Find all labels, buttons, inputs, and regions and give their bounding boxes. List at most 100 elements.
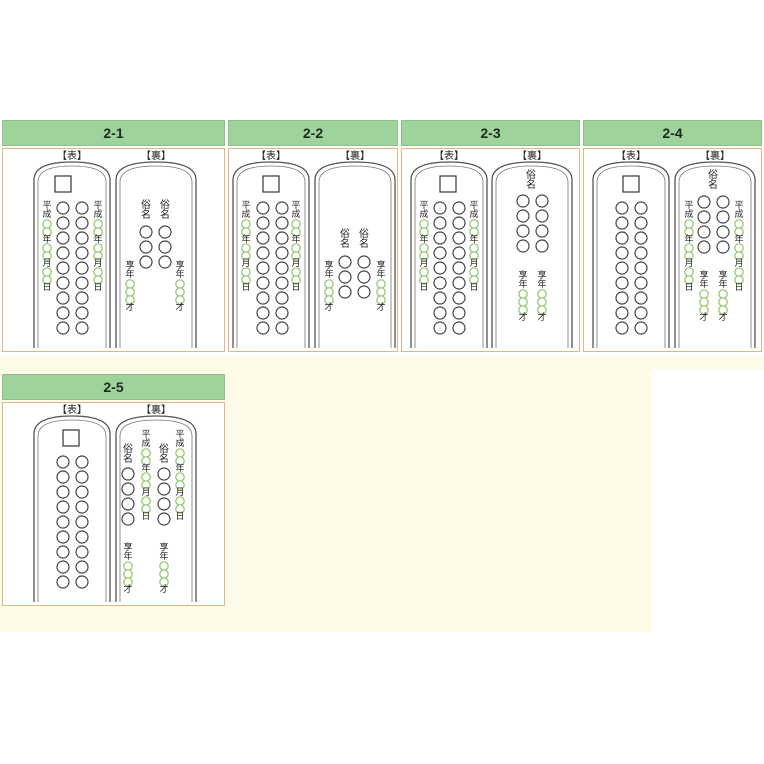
age-slot — [699, 305, 709, 315]
age-slot — [376, 287, 386, 297]
crest-box — [262, 175, 280, 193]
age-char: 享 — [376, 259, 385, 271]
name-slot — [615, 276, 629, 290]
secular-name-slot — [535, 224, 549, 238]
name-slot — [56, 530, 70, 544]
front-tablet — [592, 161, 670, 348]
date-char: 日 — [141, 511, 150, 522]
panel-header-2-3: 2-3 — [401, 120, 580, 146]
age-slot — [123, 569, 133, 579]
name-slot — [433, 321, 447, 335]
date-slot — [93, 267, 103, 277]
date-char: 平 — [175, 429, 184, 440]
crest-box — [622, 175, 640, 193]
date-char: 日 — [291, 282, 300, 293]
panel-header-2-4: 2-4 — [583, 120, 762, 146]
name-slot — [75, 575, 89, 589]
age-char: 享 — [175, 259, 184, 271]
name-slot — [256, 201, 270, 215]
date-slot — [42, 267, 52, 277]
date-char: 平 — [141, 429, 150, 440]
age-char: 享 — [324, 259, 333, 271]
name-slot — [75, 530, 89, 544]
date-char: 月 — [241, 258, 250, 269]
kaimyo-char: 名 — [160, 208, 170, 221]
date-slot — [469, 227, 479, 237]
date-slot — [734, 227, 744, 237]
name-slot — [634, 276, 648, 290]
date-char: 成 — [141, 437, 150, 449]
date-char: 年 — [291, 233, 300, 245]
kaimyo-char: 俗 — [141, 199, 151, 211]
name-slot — [452, 261, 466, 275]
age-slot — [537, 305, 547, 315]
name-slot — [634, 201, 648, 215]
date-char: 成 — [175, 437, 184, 449]
date-char: 平 — [684, 200, 693, 211]
secular-name-slot — [357, 285, 371, 299]
date-slot — [684, 251, 694, 261]
name-slot — [433, 216, 447, 230]
secular-name-slot — [697, 210, 711, 224]
date-slot — [241, 219, 251, 229]
name-slot — [56, 515, 70, 529]
date-char: 成 — [734, 208, 743, 220]
name-slot — [75, 455, 89, 469]
date-slot — [241, 243, 251, 253]
age-char: 年 — [699, 278, 708, 290]
secular-name-slot — [158, 240, 172, 254]
name-slot — [56, 216, 70, 230]
name-slot — [256, 216, 270, 230]
secular-name-slot — [716, 210, 730, 224]
date-slot — [42, 219, 52, 229]
secular-name-slot — [516, 239, 530, 253]
date-slot — [291, 219, 301, 229]
name-slot — [256, 321, 270, 335]
secular-name-slot — [338, 255, 352, 269]
front-label: 【表】 — [256, 149, 286, 162]
secular-name-slot — [139, 240, 153, 254]
name-slot — [75, 261, 89, 275]
back-label: 【裏】 — [517, 149, 547, 162]
date-char: 平 — [419, 200, 428, 211]
name-slot — [275, 201, 289, 215]
date-char: 成 — [42, 208, 51, 220]
name-slot — [615, 261, 629, 275]
age-char: 年 — [175, 268, 184, 280]
back-tablet — [314, 161, 396, 348]
name-slot — [56, 246, 70, 260]
date-slot — [93, 243, 103, 253]
name-slot — [56, 231, 70, 245]
secular-name-slot — [121, 497, 135, 511]
kaimyo-char: 名 — [708, 178, 718, 191]
age-slot — [123, 577, 133, 587]
age-char: 才 — [123, 583, 132, 595]
name-slot — [75, 500, 89, 514]
name-slot — [56, 261, 70, 275]
kaimyo-char: 俗 — [159, 443, 169, 455]
name-slot — [634, 231, 648, 245]
age-char: 才 — [159, 583, 168, 595]
name-slot — [615, 246, 629, 260]
name-slot — [256, 231, 270, 245]
date-char: 月 — [93, 258, 102, 269]
kaimyo-char: 名 — [526, 178, 536, 191]
secular-name-slot — [139, 225, 153, 239]
date-char: 成 — [241, 208, 250, 220]
back-label: 【裏】 — [340, 149, 370, 162]
date-slot — [684, 227, 694, 237]
age-char: 年 — [324, 268, 333, 280]
name-slot — [433, 201, 447, 215]
date-char: 日 — [734, 282, 743, 293]
name-slot — [275, 321, 289, 335]
date-slot — [175, 504, 185, 514]
secular-name-slot — [121, 482, 135, 496]
date-char: 平 — [241, 200, 250, 211]
date-char: 日 — [42, 282, 51, 293]
age-slot — [175, 295, 185, 305]
secular-name-slot — [157, 482, 171, 496]
date-slot — [419, 251, 429, 261]
